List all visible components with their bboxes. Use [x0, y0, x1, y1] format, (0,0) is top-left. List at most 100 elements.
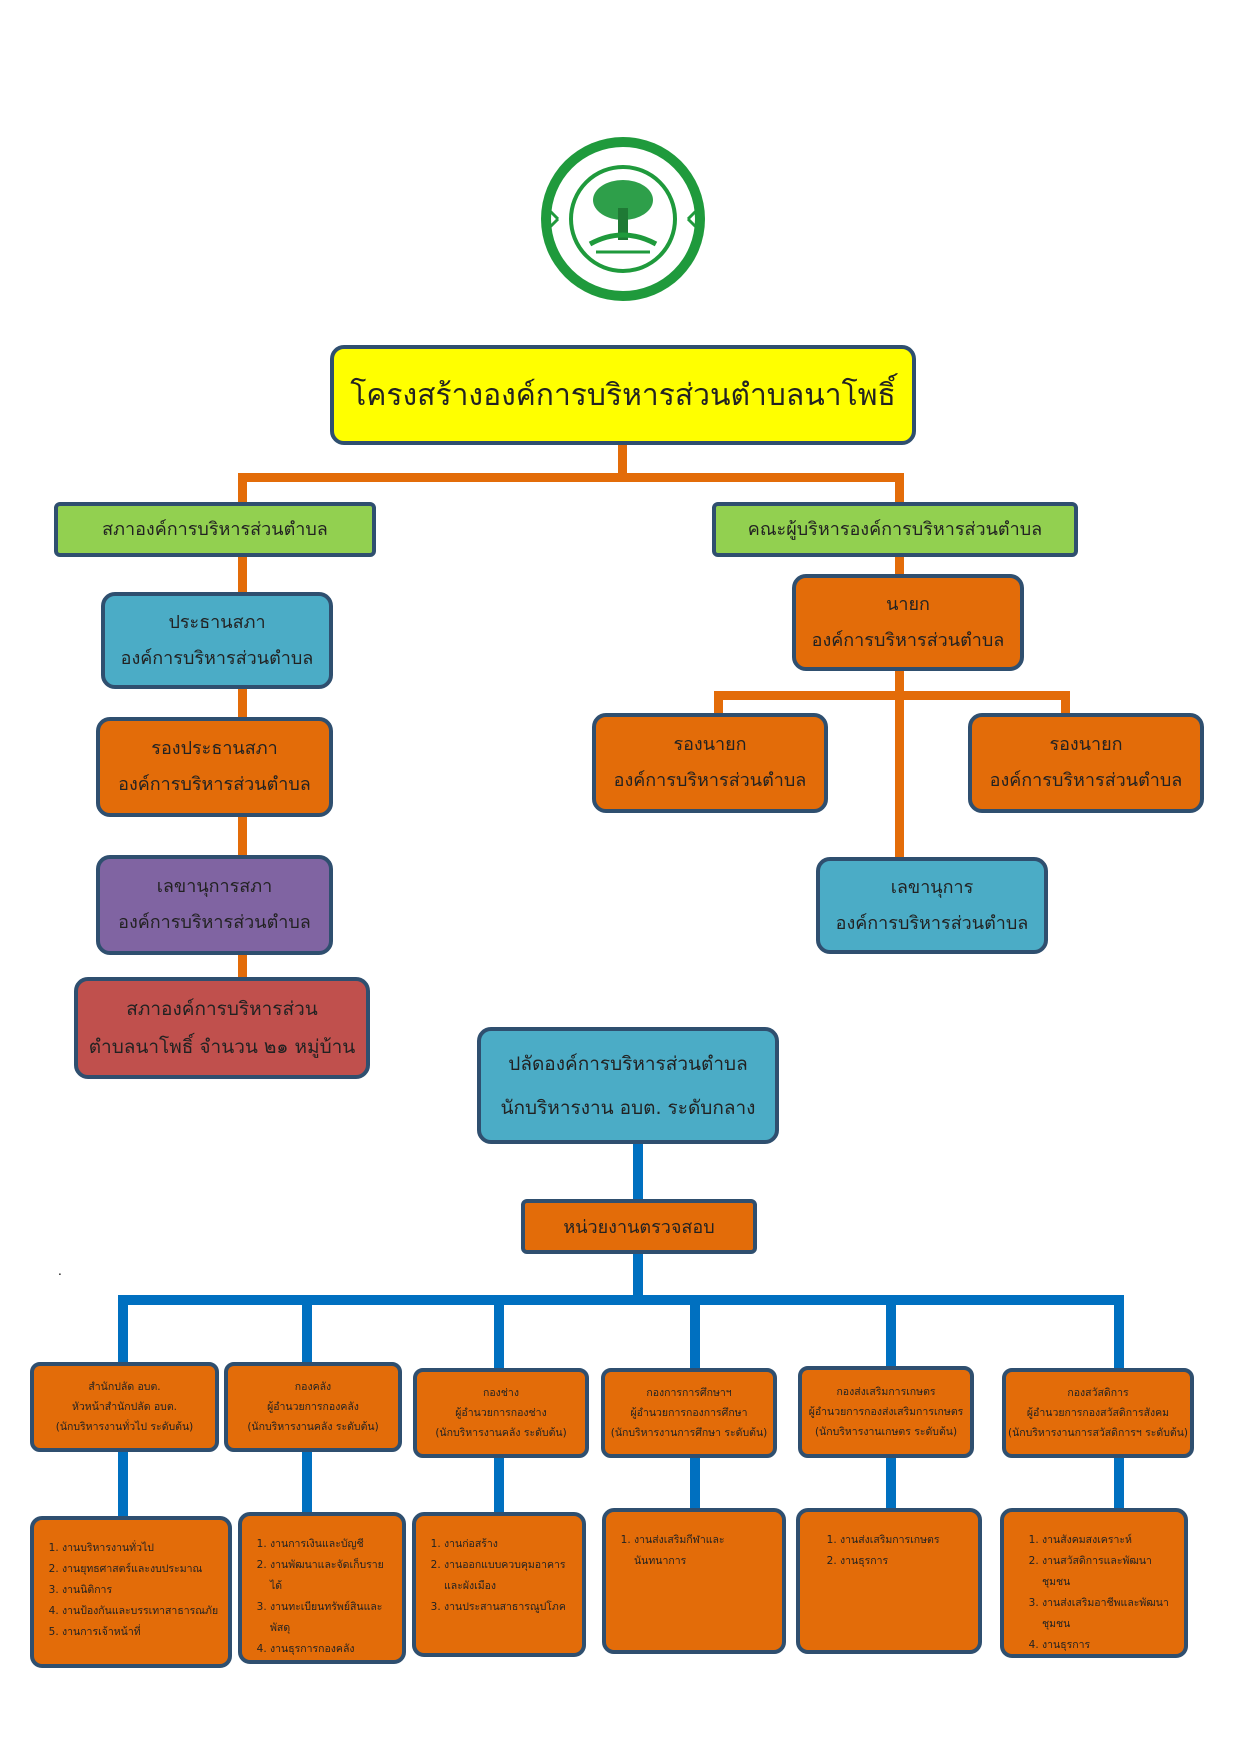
department-head: ผู้อำนวยการกองช่าง [455, 1407, 547, 1419]
department-rank: (นักบริหารงานคลัง ระดับต้น) [435, 1427, 567, 1439]
department-engineering: กองช่าง ผู้อำนวยการกองช่าง (นักบริหารงาน… [413, 1368, 589, 1458]
department-head: ผู้อำนวยการกองสวัสดิการสังคม [1026, 1407, 1170, 1419]
connector [238, 473, 247, 503]
department-rank: (นักบริหารงานการสวัสดิการฯ ระดับต้น) [1007, 1427, 1188, 1439]
connector [494, 1458, 504, 1514]
department-name: สำนักปลัด อบต. [88, 1381, 161, 1393]
task-item: งานทะเบียนทรัพย์สินและพัสดุ [270, 1597, 394, 1639]
council-chair-org: องค์การบริหารส่วนตำบล [120, 647, 314, 669]
connector [886, 1458, 896, 1510]
department-rank: (นักบริหารงานทั่วไป ระดับต้น) [55, 1421, 194, 1433]
mayor-secretary-org: องค์การบริหารส่วนตำบล [835, 912, 1029, 934]
deputy-mayor-left-title: รองนายก [673, 734, 747, 755]
connector [714, 691, 723, 717]
department-head: หัวหน้าสำนักปลัด อบต. [71, 1401, 178, 1413]
task-item: งานส่งเสริมกีฬาและนันทนาการ [634, 1530, 774, 1572]
task-item: งานสังคมสงเคราะห์ [1042, 1530, 1176, 1551]
mayor-secretary: เลขานุการ องค์การบริหารส่วนตำบล [816, 857, 1048, 954]
task-item: งานส่งเสริมการเกษตร [840, 1530, 970, 1551]
connector [238, 817, 247, 855]
connector [118, 1295, 128, 1370]
department-name: กองคลัง [294, 1381, 332, 1393]
connector [238, 955, 247, 977]
connector [1114, 1458, 1124, 1512]
council-vice-chair-org: องค์การบริหารส่วนตำบล [118, 774, 311, 795]
task-list-finance: งานการเงินและบัญชี งานพัฒนาและจัดเก็บราย… [238, 1512, 406, 1664]
deputy-mayor-right: รองนายก องค์การบริหารส่วนตำบล [968, 713, 1204, 813]
mayor-secretary-title: เลขานุการ [890, 876, 974, 898]
council-secretary-org: องค์การบริหารส่วนตำบล [118, 912, 311, 933]
council-chair-title: ประธานสภา [168, 611, 266, 633]
connector [118, 1295, 1124, 1305]
task-item: งานออกแบบควบคุมอาคาร และผังเมือง [444, 1555, 574, 1597]
connector [633, 1254, 643, 1300]
department-rank: (นักบริหารงานเกษตร ระดับต้น) [814, 1426, 958, 1438]
deputy-mayor-right-title: รองนายก [1049, 734, 1123, 755]
council-chair: ประธานสภา องค์การบริหารส่วนตำบล [101, 592, 333, 689]
deputy-mayor-left-org: องค์การบริหารส่วนตำบล [613, 770, 807, 791]
task-item: งานการเงินและบัญชี [270, 1534, 394, 1555]
council-header-label: สภาองค์การบริหารส่วนตำบล [102, 518, 328, 540]
council-vice-chair: รองประธานสภา องค์การบริหารส่วนตำบล [96, 717, 333, 817]
connector [633, 1144, 643, 1199]
department-head: ผู้อำนวยการกองส่งเสริมการเกษตร [808, 1406, 964, 1418]
council-secretary: เลขานุการสภา องค์การบริหารส่วนตำบล [96, 855, 333, 955]
department-name: กองช่าง [483, 1387, 519, 1399]
department-name: กองส่งเสริมการเกษตร [836, 1386, 936, 1398]
connector [1061, 691, 1070, 717]
connector [118, 1452, 128, 1518]
department-name: กองสวัสดิการ [1067, 1387, 1129, 1399]
task-item: งานประสานสาธารณูปโภค [444, 1597, 574, 1618]
connector [690, 1458, 700, 1510]
connector [618, 445, 627, 475]
connector [238, 557, 247, 592]
task-item: งานธุรการ [840, 1551, 970, 1572]
connector [494, 1295, 504, 1375]
council-secretary-title: เลขานุการสภา [156, 876, 273, 897]
task-item: งานนิติการ [62, 1580, 220, 1601]
department-welfare: กองสวัสดิการ ผู้อำนวยการกองสวัสดิการสังค… [1002, 1368, 1194, 1458]
connector [895, 557, 904, 574]
council-vice-chair-title: รองประธานสภา [151, 738, 278, 759]
connector [302, 1295, 312, 1370]
connector [895, 473, 904, 503]
task-item: งานก่อสร้าง [444, 1534, 574, 1555]
task-item: งานป้องกันและบรรเทาสาธารณภัย [62, 1601, 220, 1622]
stray-dot: . [58, 1264, 62, 1278]
task-list-engineering: งานก่อสร้าง งานออกแบบควบคุมอาคาร และผังเ… [412, 1512, 586, 1657]
palad-title: ปลัดองค์การบริหารส่วนตำบล [508, 1052, 748, 1075]
department-rank: (นักบริหารงานการศึกษา ระดับต้น) [610, 1427, 768, 1439]
council-header: สภาองค์การบริหารส่วนตำบล [54, 502, 376, 557]
connector [895, 671, 904, 857]
executive-header: คณะผู้บริหารองค์การบริหารส่วนตำบล [712, 502, 1078, 557]
mayor-org: องค์การบริหารส่วนตำบล [811, 629, 1005, 651]
connector [302, 1452, 312, 1514]
task-item: งานธุรการกองคลัง [270, 1639, 394, 1660]
task-list-agriculture: งานส่งเสริมการเกษตร งานธุรการ [796, 1508, 982, 1654]
chart-title: โครงสร้างองค์การบริหารส่วนตำบลนาโพธิ์ [350, 377, 896, 413]
organization-logo [538, 134, 708, 304]
department-name: กองการการศึกษาฯ [646, 1387, 732, 1399]
department-head: ผู้อำนวยการกองคลัง [267, 1401, 359, 1413]
department-agriculture: กองส่งเสริมการเกษตร ผู้อำนวยการกองส่งเสร… [798, 1366, 974, 1458]
deputy-mayor-right-org: องค์การบริหารส่วนตำบล [989, 770, 1183, 791]
task-list-welfare: งานสังคมสงเคราะห์ งานสวัสดิการและพัฒนาชุ… [1000, 1508, 1188, 1658]
connector [1114, 1295, 1124, 1375]
council-members-count: ตำบลนาโพธิ์ จำนวน ๒๑ หมู่บ้าน [88, 1036, 356, 1058]
audit-unit: หน่วยงานตรวจสอบ [521, 1199, 757, 1254]
task-item: งานยุทธศาสตร์และงบประมาณ [62, 1559, 220, 1580]
connector [886, 1295, 896, 1373]
task-list-education: งานส่งเสริมกีฬาและนันทนาการ [602, 1508, 786, 1654]
department-rank: (นักบริหารงานคลัง ระดับต้น) [247, 1421, 379, 1433]
task-item: งานธุรการ [1042, 1635, 1176, 1656]
task-item: งานบริหารงานทั่วไป [62, 1538, 220, 1559]
chart-title-box: โครงสร้างองค์การบริหารส่วนตำบลนาโพธิ์ [330, 345, 916, 445]
palad-rank: นักบริหารงาน อบต. ระดับกลาง [500, 1096, 756, 1119]
mayor-box: นายก องค์การบริหารส่วนตำบล [792, 574, 1024, 671]
palad-box: ปลัดองค์การบริหารส่วนตำบล นักบริหารงาน อ… [477, 1027, 779, 1144]
connector [238, 473, 904, 482]
executive-header-label: คณะผู้บริหารองค์การบริหารส่วนตำบล [747, 518, 1043, 540]
connector [238, 689, 247, 717]
council-members-title: สภาองค์การบริหารส่วน [126, 998, 318, 1020]
task-item: งานพัฒนาและจัดเก็บรายได้ [270, 1555, 394, 1597]
